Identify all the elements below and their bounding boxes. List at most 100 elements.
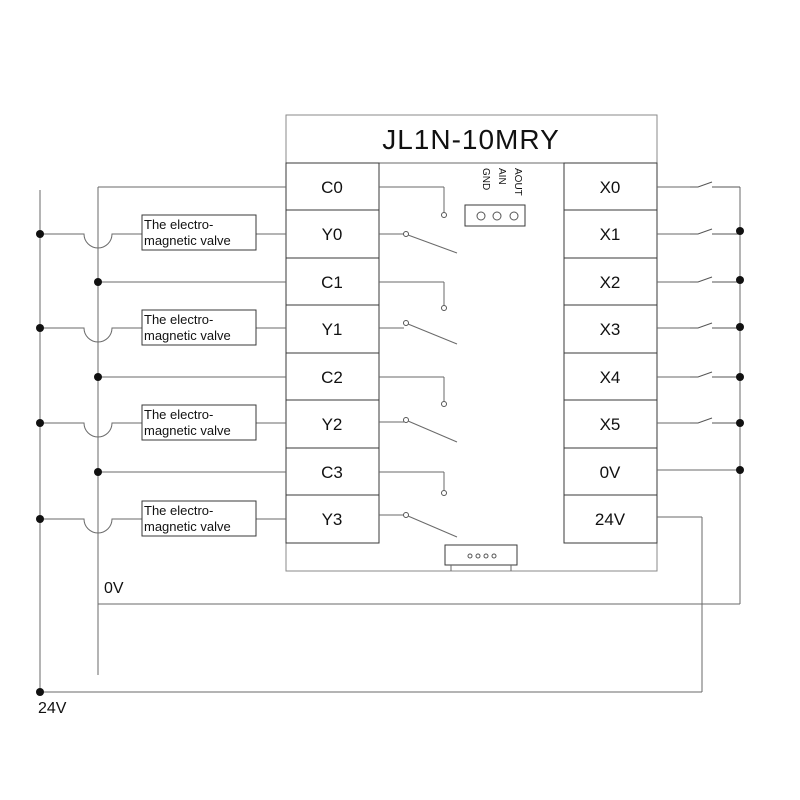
terminal-c2-label: C2 <box>321 368 343 387</box>
switch-x0 <box>690 181 740 188</box>
valve-wire-left-1 <box>40 327 142 343</box>
port-label-aout: AOUT <box>512 168 523 196</box>
valve-wire-left-2 <box>40 422 142 438</box>
terminal-x2 <box>563 257 658 306</box>
switch-x5 <box>690 417 740 424</box>
relay-arm-1 <box>407 323 458 345</box>
junction-dot <box>36 419 44 427</box>
terminal-x4 <box>563 352 658 401</box>
junction-dot <box>736 466 744 474</box>
terminal-y2-label: Y2 <box>322 415 343 434</box>
terminal-y2 <box>285 399 380 449</box>
valve-label-line2: magnetic valve <box>144 328 231 343</box>
valve-wire-left-0 <box>40 233 142 249</box>
terminal-y0-label: Y0 <box>322 225 343 244</box>
switch-x4 <box>690 371 740 378</box>
terminal-x3-label: X3 <box>600 320 621 339</box>
valve-boxes: The electro- magnetic valve The electro-… <box>141 214 257 537</box>
switch-x2 <box>690 276 740 283</box>
terminal-x2-label: X2 <box>600 273 621 292</box>
analog-port-connector: GND AIN AOUT <box>464 168 526 227</box>
port-pin-ain <box>492 211 502 221</box>
relay-pivot-1 <box>403 320 409 326</box>
port-label-gnd: GND <box>480 168 491 190</box>
input-switches <box>657 181 744 604</box>
valve-wire-left-3 <box>40 518 142 534</box>
relay-pivot-2 <box>403 417 409 423</box>
terminal-y1-label: Y1 <box>322 320 343 339</box>
junction-dot <box>36 230 44 238</box>
junction-dot <box>94 468 102 476</box>
rail-label-24v: 24V <box>38 700 67 717</box>
terminal-0v-label: 0V <box>600 463 621 482</box>
valve-label-line1: The electro- <box>144 407 213 422</box>
terminal-x5-label: X5 <box>600 415 621 434</box>
terminal-24v <box>563 494 658 544</box>
relay-arm-0 <box>407 234 458 254</box>
port-pin-gnd <box>476 211 486 221</box>
port-pin-aout <box>509 211 519 221</box>
relay-fixed-contact-0 <box>441 212 447 218</box>
relay-fixed-contact-1 <box>441 305 447 311</box>
junction-dot <box>736 276 744 284</box>
valve-branches <box>36 230 286 534</box>
valve-box-3 <box>141 500 257 537</box>
port-label-ain: AIN <box>496 168 507 185</box>
bottom-connector-pin <box>475 553 481 559</box>
terminal-x1 <box>563 209 658 259</box>
plc-model-title: JL1N-10MRY <box>382 124 560 155</box>
output-terminal-column: C0 Y0 C1 Y1 C2 Y2 C3 Y3 <box>285 162 380 544</box>
junction-dot <box>94 278 102 286</box>
relay-fixed-contact-2 <box>441 401 447 407</box>
junction-dot <box>736 373 744 381</box>
terminal-c2 <box>285 352 380 401</box>
bottom-wiring <box>36 516 740 696</box>
junction-dot <box>736 419 744 427</box>
rail-label-0v: 0V <box>104 580 124 597</box>
terminal-x0-label: X0 <box>600 178 621 197</box>
terminal-x5 <box>563 399 658 449</box>
valve-label-line2: magnetic valve <box>144 423 231 438</box>
input-terminal-column: X0 X1 X2 X3 X4 X5 0V 24V <box>563 162 658 544</box>
terminal-x3 <box>563 304 658 354</box>
switch-x1 <box>690 228 740 235</box>
left-rails <box>39 186 286 692</box>
bottom-connector <box>444 544 518 571</box>
terminal-y3-label: Y3 <box>322 510 343 529</box>
switch-x3 <box>690 322 740 329</box>
terminal-c3-label: C3 <box>321 463 343 482</box>
bottom-connector-pin <box>491 553 497 559</box>
valve-label-line1: The electro- <box>144 217 213 232</box>
relay-pivot-0 <box>403 231 409 237</box>
valve-box-1 <box>141 309 257 346</box>
valve-label-line1: The electro- <box>144 503 213 518</box>
junction-dot <box>94 373 102 381</box>
junction-dot <box>36 515 44 523</box>
valve-box-0 <box>141 214 257 251</box>
bottom-connector-pin <box>483 553 489 559</box>
bottom-connector-pin <box>467 553 473 559</box>
terminal-c1-label: C1 <box>321 273 343 292</box>
bottom-connector-body <box>444 544 518 566</box>
relay-fixed-contact-3 <box>441 490 447 496</box>
relay-arm-3 <box>407 515 458 538</box>
terminal-c0-label: C0 <box>321 178 343 197</box>
valve-label-line2: magnetic valve <box>144 519 231 534</box>
terminal-x1-label: X1 <box>600 225 621 244</box>
terminal-x0 <box>563 162 658 211</box>
relay-pivot-3 <box>403 512 409 518</box>
valve-label-line2: magnetic valve <box>144 233 231 248</box>
valve-label-line1: The electro- <box>144 312 213 327</box>
terminal-c0 <box>285 162 380 211</box>
relay-contacts <box>379 186 458 538</box>
junction-dot <box>736 227 744 235</box>
junction-dot <box>36 688 44 696</box>
terminal-y1 <box>285 304 380 354</box>
junction-dot <box>36 324 44 332</box>
terminal-x4-label: X4 <box>600 368 621 387</box>
port-block <box>464 204 526 227</box>
terminal-24v-label: 24V <box>595 510 626 529</box>
valve-box-2 <box>141 404 257 441</box>
junction-dot <box>736 323 744 331</box>
